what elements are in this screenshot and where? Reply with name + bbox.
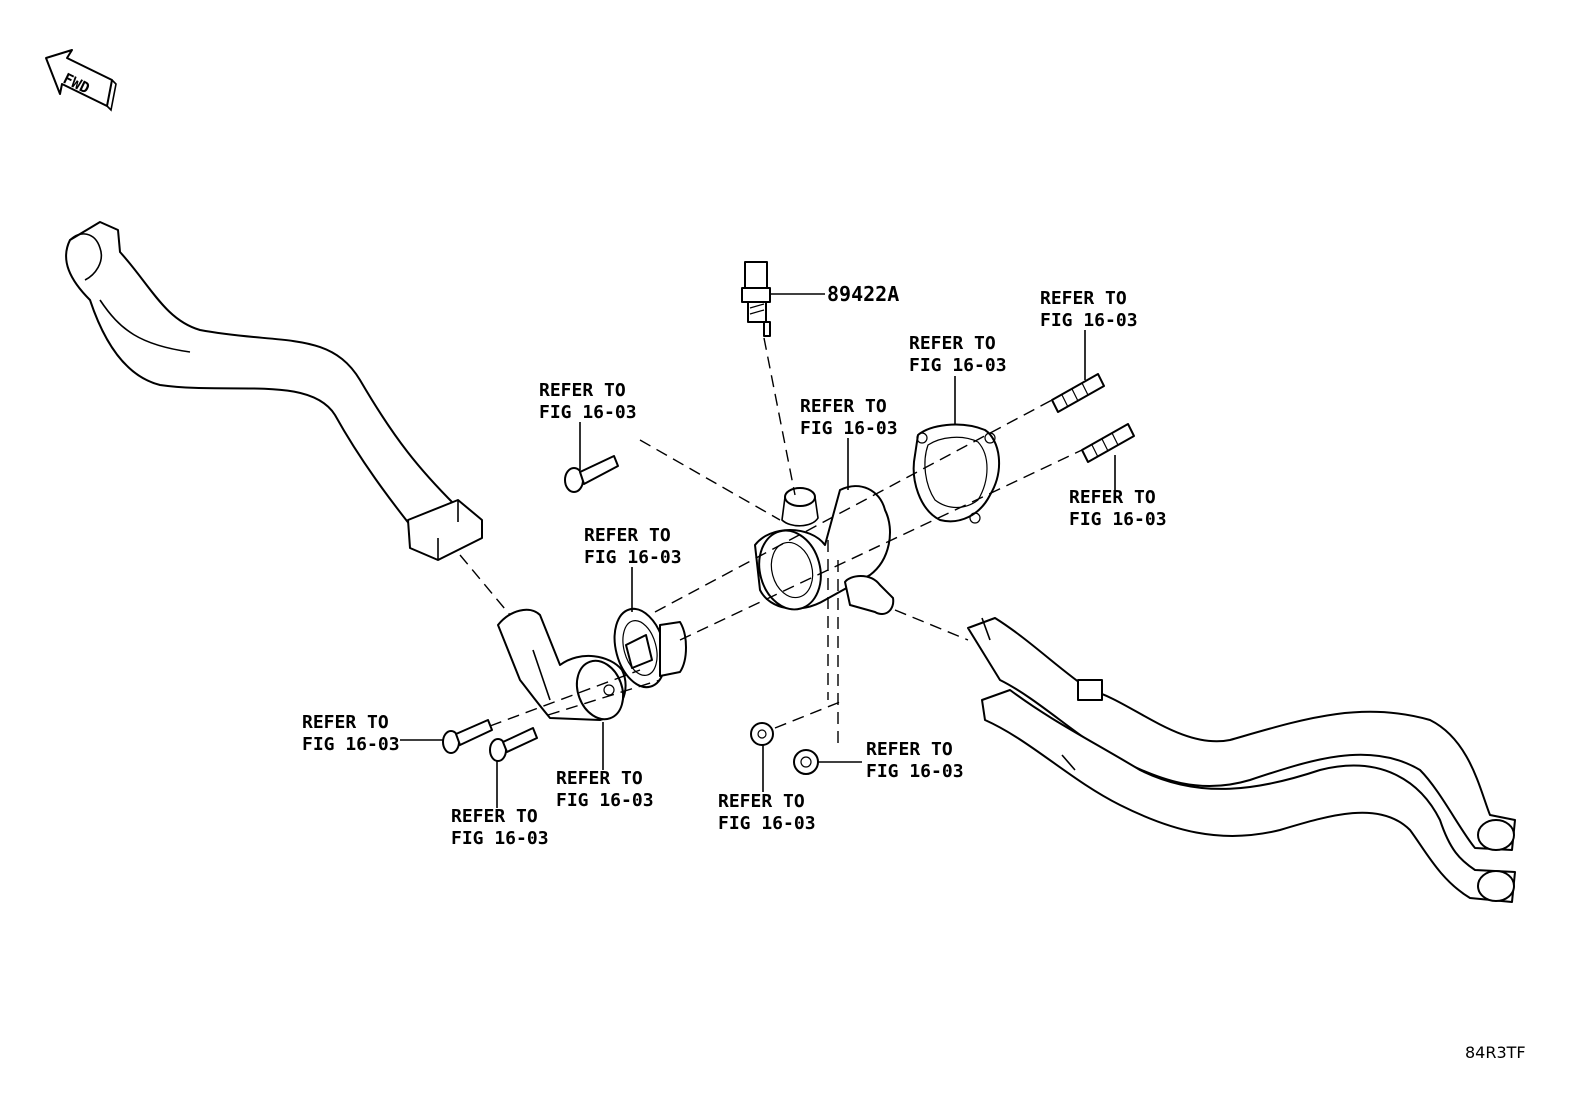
refer-label-1[interactable]: REFER TO FIG 16-03 (1040, 288, 1138, 331)
upper-radiator-hose (65, 221, 483, 561)
part-number-label[interactable]: 89422A (827, 282, 900, 306)
water-outlet-housing (754, 485, 895, 616)
thermostat (613, 607, 687, 689)
bolt-left-2 (489, 727, 538, 762)
bypass-water-pipes (967, 617, 1516, 903)
refer-label-7[interactable]: REFER TO FIG 16-03 (302, 712, 400, 755)
bolt-top (564, 455, 619, 493)
temperature-sensor (741, 261, 825, 337)
image-code: 84R3TF (1465, 1043, 1526, 1062)
stud-lower (1081, 423, 1135, 463)
fwd-arrow-icon: FWD (45, 49, 117, 112)
refer-label-8[interactable]: REFER TO FIG 16-03 (866, 739, 964, 782)
refer-label-10[interactable]: REFER TO FIG 16-03 (718, 791, 816, 834)
refer-label-11[interactable]: REFER TO FIG 16-03 (451, 806, 549, 849)
leader-lines (400, 330, 1116, 808)
gasket (912, 423, 1001, 524)
alignment-lines (459, 337, 1083, 750)
bolt-left (442, 719, 493, 754)
stud-upper (1051, 373, 1105, 413)
refer-label-3[interactable]: REFER TO FIG 16-03 (539, 380, 637, 423)
refer-label-9[interactable]: REFER TO FIG 16-03 (556, 768, 654, 811)
nut-2 (793, 749, 819, 775)
refer-label-2[interactable]: REFER TO FIG 16-03 (909, 333, 1007, 376)
nut-1 (750, 722, 774, 746)
refer-label-6[interactable]: REFER TO FIG 16-03 (584, 525, 682, 568)
refer-label-5[interactable]: REFER TO FIG 16-03 (1069, 487, 1167, 530)
refer-label-4[interactable]: REFER TO FIG 16-03 (800, 396, 898, 439)
water-inlet-elbow (497, 608, 627, 721)
